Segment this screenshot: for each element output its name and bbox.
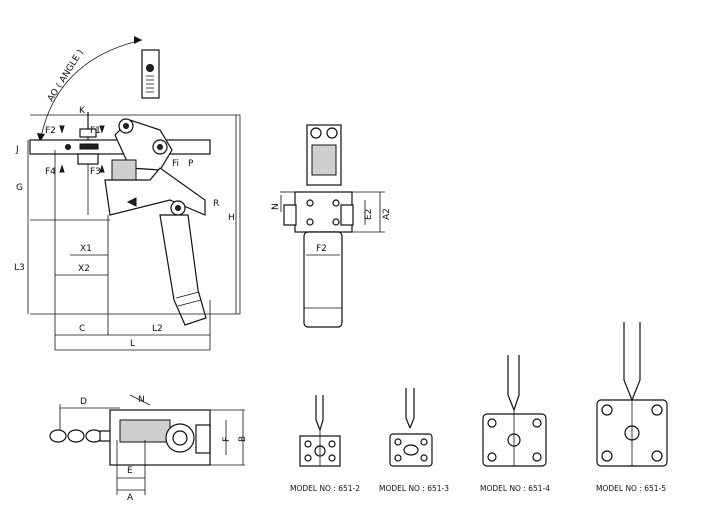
label-c: C <box>79 324 85 334</box>
top-view: D N E A F B <box>49 394 248 503</box>
label-f3: F3 <box>90 167 101 177</box>
label-r: R <box>213 199 219 209</box>
angle-arrow-tail <box>37 133 45 142</box>
angle-arrow-head <box>134 36 142 44</box>
label-e: E <box>127 466 133 476</box>
label-x1: X1 <box>80 244 92 254</box>
label-k: K <box>79 106 86 116</box>
label-f4: F4 <box>45 167 56 177</box>
side-view: AO ( ANGLE ) <box>14 36 241 351</box>
model-651-2: MODEL NO : 651-2 <box>290 395 360 493</box>
label-n-front: N <box>271 203 281 210</box>
angle-arc <box>39 39 143 143</box>
label-f1: F1 <box>90 126 101 136</box>
label-h: H <box>228 213 235 223</box>
label-l3: L3 <box>14 263 25 273</box>
front-cylinder <box>303 231 343 328</box>
dim-lines <box>27 115 237 351</box>
label-a2: A2 <box>382 208 392 220</box>
label-p: P <box>188 159 194 169</box>
label-f: F <box>222 437 232 442</box>
label-n-top: N <box>138 395 145 405</box>
label-fi: Fi <box>172 159 179 169</box>
front-view: N E2 A2 F2 <box>271 124 392 328</box>
plunger-nut <box>79 128 97 138</box>
label-a: A <box>127 493 134 503</box>
model-label-651-4: MODEL NO : 651-4 <box>480 484 550 493</box>
model-651-3: MODEL NO : 651-3 <box>379 388 449 493</box>
label-f2: F2 <box>45 126 56 136</box>
model-651-4: MODEL NO : 651-4 <box>480 355 550 493</box>
base-label <box>79 143 99 150</box>
label-b: B <box>238 436 248 442</box>
model-label-651-5: MODEL NO : 651-5 <box>596 484 666 493</box>
model-label-651-2: MODEL NO : 651-2 <box>290 484 360 493</box>
label-e2: E2 <box>364 209 374 220</box>
air-cylinder <box>159 214 207 326</box>
model-label-651-3: MODEL NO : 651-3 <box>379 484 449 493</box>
handle-grip <box>141 49 160 99</box>
label-g: G <box>16 183 23 193</box>
label-l: L <box>130 339 135 349</box>
label-j: J <box>15 145 19 155</box>
label-l2: L2 <box>152 324 163 334</box>
label-d: D <box>80 397 87 407</box>
label-x2: X2 <box>78 264 90 274</box>
handle-pin <box>146 64 154 72</box>
angle-label: AO ( ANGLE ) <box>46 48 86 104</box>
label-f2-front: F2 <box>316 244 327 254</box>
model-651-5: MODEL NO : 651-5 <box>596 322 668 493</box>
